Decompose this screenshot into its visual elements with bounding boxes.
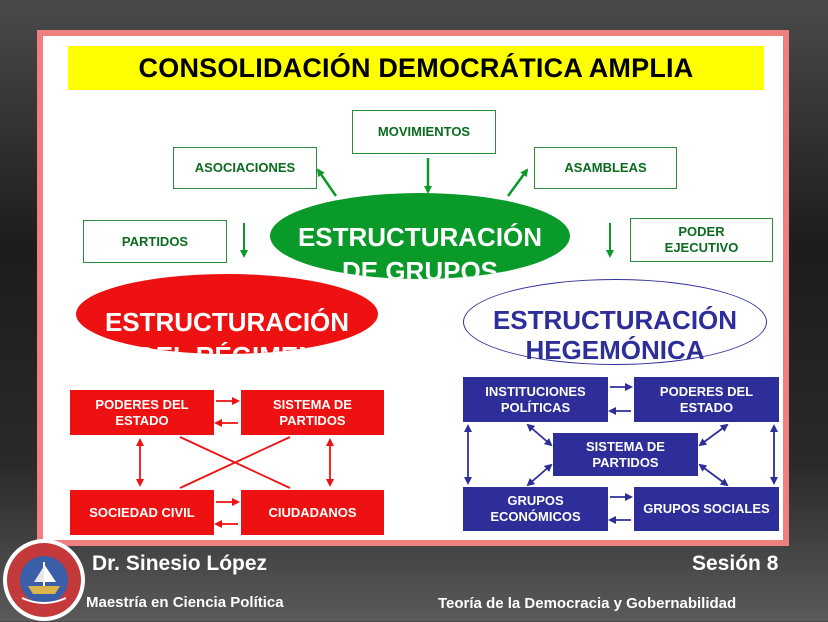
ellipse-estructuracion-hegemonica: ESTRUCTURACIÓN HEGEMÓNICA bbox=[463, 279, 767, 365]
program-name: Maestría en Ciencia Política bbox=[86, 594, 284, 611]
box-movimientos: MOVIMIENTOS bbox=[352, 110, 496, 154]
box-grupos-economicos: GRUPOS ECONÓMICOS bbox=[463, 487, 608, 531]
arrow-sistema-instituciones bbox=[526, 423, 553, 447]
arrow-cross-2 bbox=[179, 436, 291, 489]
box-sociedad-civil: SOCIEDAD CIVIL bbox=[70, 490, 214, 535]
box-poderes-estado-red: PODERES DEL ESTADO bbox=[70, 390, 214, 435]
box-sistema-partidos-red: SISTEMA DE PARTIDOS bbox=[241, 390, 384, 435]
arrow-to-asociaciones bbox=[316, 168, 338, 197]
arrow-sistema-economicos bbox=[526, 463, 553, 487]
course-name: Teoría de la Democracia y Gobernabilidad bbox=[438, 595, 737, 612]
box-sistema-partidos-blue: SISTEMA DE PARTIDOS bbox=[553, 433, 698, 476]
arrow-sistema-sociales bbox=[698, 463, 729, 487]
box-asociaciones: ASOCIACIONES bbox=[173, 147, 317, 189]
university-seal-logo bbox=[3, 539, 85, 621]
arrow-sistema-poderes-blue bbox=[698, 423, 729, 447]
box-asambleas: ASAMBLEAS bbox=[534, 147, 677, 189]
author-name: Dr. Sinesio López bbox=[92, 552, 268, 575]
box-grupos-sociales: GRUPOS SOCIALES bbox=[634, 487, 779, 531]
box-poder-ejecutivo: PODER EJECUTIVO bbox=[630, 218, 773, 262]
box-instituciones-politicas: INSTITUCIONES POLÍTICAS bbox=[463, 377, 608, 422]
box-poderes-estado-blue: PODERES DEL ESTADO bbox=[634, 377, 779, 422]
ellipse-estructuracion-grupos: ESTRUCTURACIÓN DE GRUPOS bbox=[270, 193, 570, 279]
ellipse-estructuracion-regimen: ESTRUCTURACIÓN DEL RÉGIMEN bbox=[76, 274, 378, 354]
box-partidos: PARTIDOS bbox=[83, 220, 227, 263]
box-ciudadanos: CIUDADANOS bbox=[241, 490, 384, 535]
slide-title: CONSOLIDACIÓN DEMOCRÁTICA AMPLIA bbox=[68, 46, 764, 90]
arrow-to-asambleas bbox=[506, 168, 529, 197]
session-label: Sesión 8 bbox=[692, 552, 779, 575]
